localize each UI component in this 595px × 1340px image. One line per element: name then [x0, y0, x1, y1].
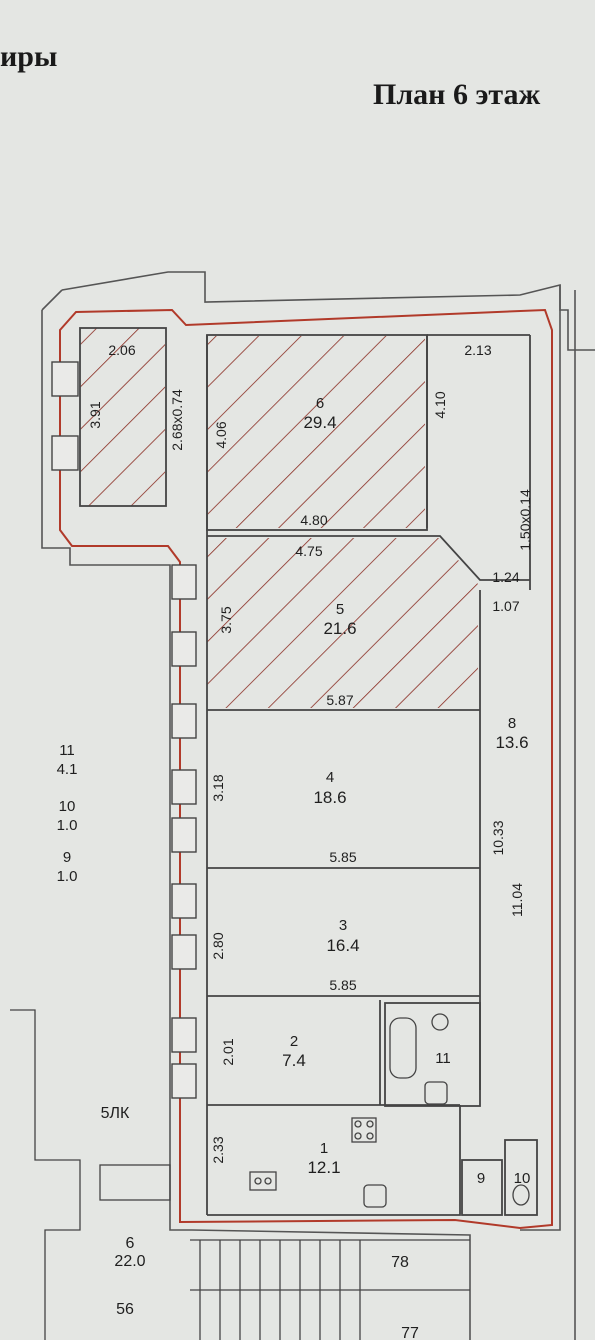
- room-area: 7.4: [282, 1051, 306, 1070]
- room-area: 12.1: [307, 1158, 340, 1177]
- fixtures: [249, 1013, 530, 1208]
- room-number: 3: [339, 917, 347, 934]
- room-number: 5: [336, 601, 344, 618]
- hatch-room-6: [207, 336, 425, 528]
- stair-number: 78: [391, 1254, 409, 1271]
- dimension-labels: 2.06 3.91 2.68x0.74 4.06 4.10 2.13 4.80 …: [87, 342, 533, 1164]
- apartment-outline: [59, 308, 553, 1230]
- list-item: 1.0: [57, 868, 78, 885]
- windows: [51, 361, 197, 1099]
- dim-label: 11.04: [509, 883, 525, 917]
- stair-room-number: 6: [126, 1235, 135, 1252]
- stair-number: 56: [116, 1301, 134, 1318]
- room-number: 9: [477, 1170, 485, 1187]
- stair-room-area: 22.0: [114, 1253, 145, 1270]
- stair-label: 5ЛК: [101, 1105, 130, 1122]
- list-item: 9: [63, 849, 71, 866]
- room-number: 6: [316, 395, 324, 412]
- room-number: 2: [290, 1033, 298, 1050]
- dim-label: 4.75: [295, 543, 322, 559]
- stairwell: [10, 1009, 470, 1340]
- page-title-left: иры: [0, 40, 58, 73]
- dim-label: 1.07: [492, 598, 519, 614]
- left-area-list: 11 4.1 10 1.0 9 1.0: [57, 742, 78, 885]
- dim-label: 5.85: [329, 849, 356, 865]
- dim-label: 1.24: [492, 569, 519, 585]
- toilet-icon: [424, 1081, 448, 1105]
- stair-number: 77: [401, 1325, 419, 1340]
- room-area: 21.6: [323, 619, 356, 638]
- dim-label: 10.33: [490, 820, 506, 855]
- dim-label: 2.80: [210, 932, 226, 959]
- dim-label: 2.13: [464, 342, 491, 358]
- cooktop-icon: [249, 1171, 277, 1191]
- page-title-floor-plan: План 6 этаж: [373, 78, 541, 111]
- stove-icon: [351, 1117, 377, 1143]
- room-number: 1: [320, 1140, 328, 1157]
- room-area: 16.4: [326, 936, 359, 955]
- room-area: 18.6: [313, 788, 346, 807]
- room-number: 10: [514, 1170, 531, 1187]
- dim-label: 1.50x0.14: [517, 489, 533, 551]
- dim-label: 4.06: [213, 421, 229, 448]
- dim-label: 2.68x0.74: [169, 389, 185, 451]
- dim-label: 3.91: [87, 401, 103, 428]
- list-item: 10: [59, 798, 76, 815]
- interior-walls: [79, 327, 538, 1216]
- kitchen-sink-icon: [363, 1184, 387, 1208]
- dim-label: 5.85: [329, 977, 356, 993]
- room-number: 8: [508, 715, 516, 732]
- list-item: 4.1: [57, 761, 78, 778]
- dim-label: 4.80: [300, 512, 327, 528]
- dim-label: 2.06: [108, 342, 135, 358]
- toilet-10-icon: [512, 1184, 530, 1206]
- hatch-bay: [80, 328, 165, 506]
- stair-labels: 5ЛК 6 22.0 56 78 77: [101, 1105, 419, 1340]
- room-number: 11: [435, 1050, 451, 1067]
- hatch-room-5: [207, 538, 478, 708]
- room-area: 13.6: [495, 733, 528, 752]
- dim-label: 2.33: [210, 1136, 226, 1163]
- dim-label: 4.10: [432, 391, 448, 418]
- outer-wall: [41, 271, 595, 1340]
- list-item: 1.0: [57, 817, 78, 834]
- dim-label: 3.18: [210, 774, 226, 801]
- room-number: 4: [326, 769, 334, 786]
- dim-label: 3.75: [218, 606, 234, 633]
- list-item: 11: [59, 742, 75, 759]
- room-labels: 6 29.4 5 21.6 4 18.6 3 16.4 2 7.4 1 12.1…: [282, 395, 530, 1187]
- room-area: 29.4: [303, 413, 336, 432]
- bathtub-icon: [389, 1017, 417, 1079]
- dim-label: 5.87: [326, 692, 353, 708]
- sink-icon: [431, 1013, 449, 1031]
- dim-label: 2.01: [220, 1038, 236, 1065]
